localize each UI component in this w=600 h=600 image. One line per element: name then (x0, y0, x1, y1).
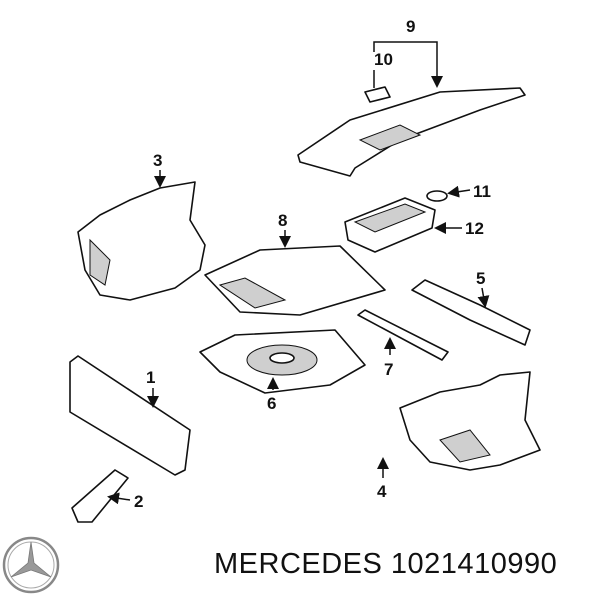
callout-8: 8 (278, 211, 287, 230)
callout-7: 7 (384, 360, 393, 379)
callout-6: 6 (267, 394, 276, 413)
callout-2: 2 (134, 492, 143, 511)
callout-10: 10 (374, 50, 393, 69)
callout-5: 5 (476, 269, 485, 288)
brand-name: MERCEDES (214, 548, 383, 580)
part-6-spare-wheel-well (199, 329, 366, 394)
part-7-support-strut (357, 309, 449, 361)
footer-caption: MERCEDES 1021410990 (214, 548, 557, 581)
callout-11: 11 (473, 182, 491, 201)
callout-9: 9 (406, 17, 415, 36)
part-1-trunk-panel (69, 355, 191, 476)
callout-12: 12 (465, 219, 484, 238)
part-8-trunk-floor-mat (204, 245, 386, 316)
part-number: 1021410990 (390, 548, 558, 580)
part-5-cross-member (411, 279, 531, 346)
part-2-bracket (71, 469, 129, 523)
callout-3: 3 (153, 151, 162, 170)
part-12-storage-tray (344, 197, 436, 253)
callout-4: 4 (377, 482, 387, 501)
part-9-parcel-shelf (297, 87, 526, 177)
part-4-right-trunk-liner (399, 371, 541, 471)
mercedes-star-logo (2, 536, 60, 594)
part-10-clip (364, 86, 391, 103)
part-3-left-trunk-liner (77, 181, 206, 301)
part-11-cap (426, 190, 448, 202)
callout-1: 1 (146, 368, 155, 387)
